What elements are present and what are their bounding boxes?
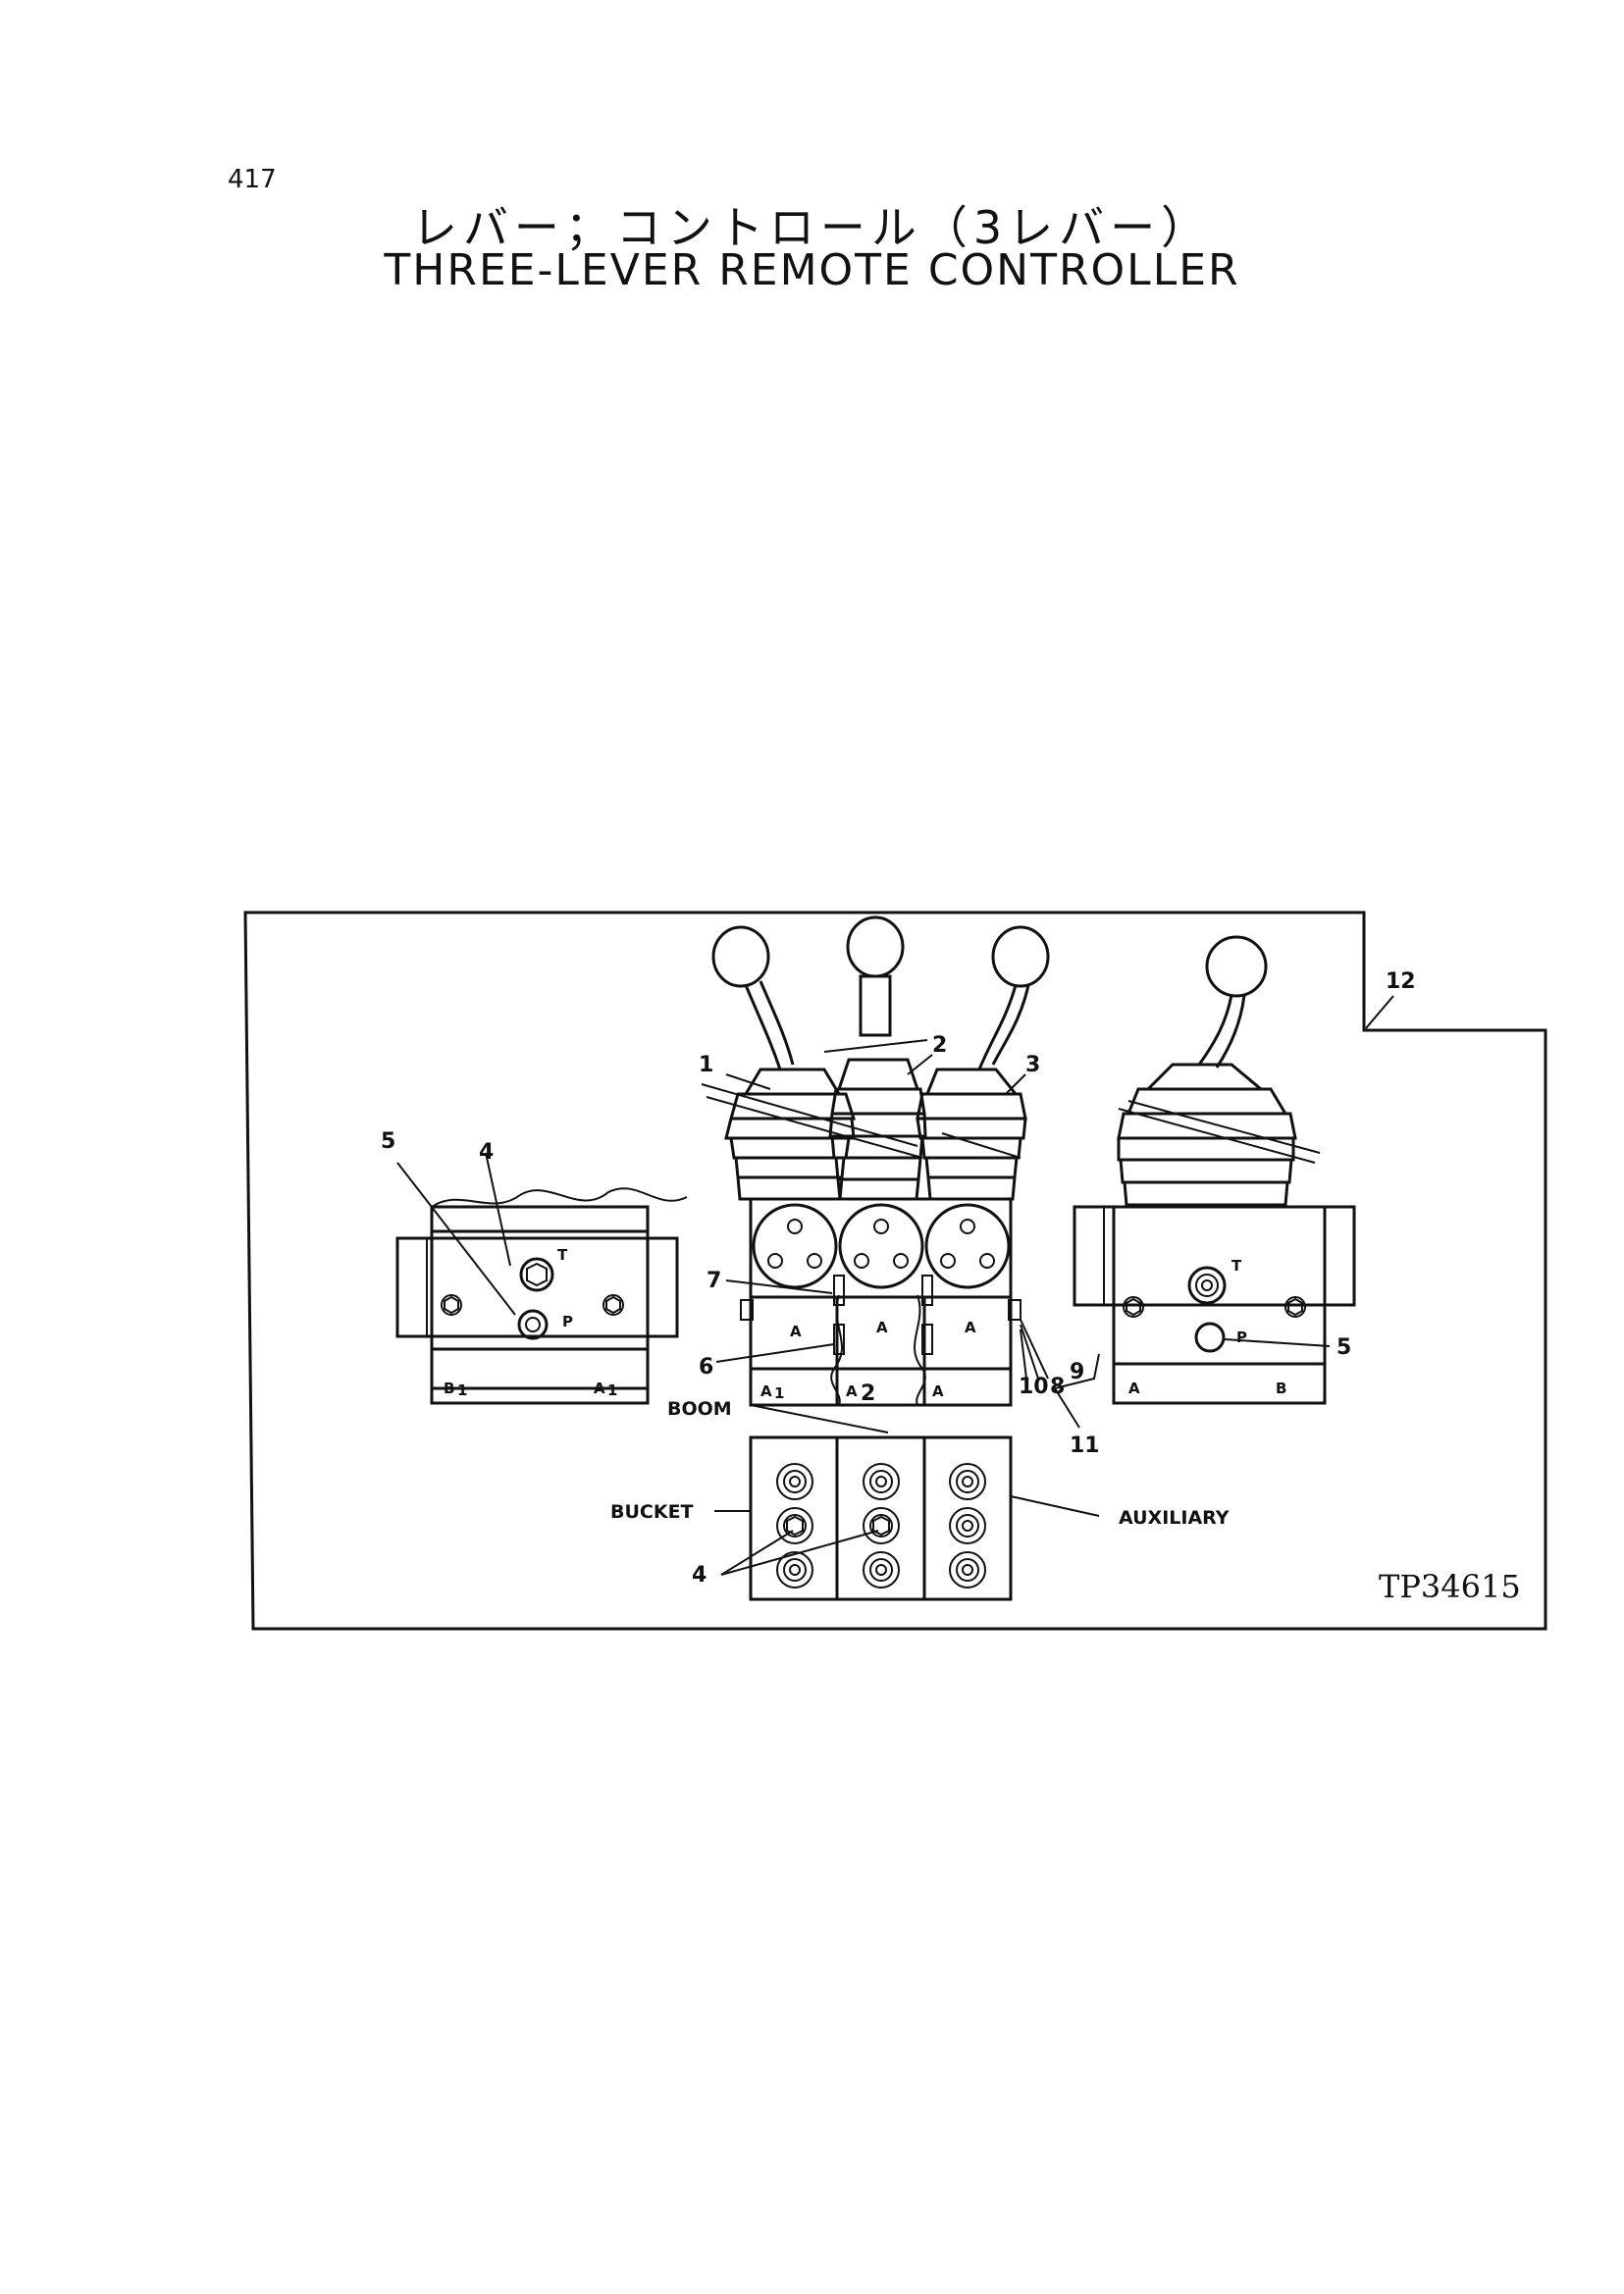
label-auxiliary: AUXILIARY bbox=[1119, 1507, 1230, 1529]
port-center-A1-sub: 1 bbox=[774, 1384, 784, 1402]
page-number: 417 bbox=[228, 165, 277, 194]
label-boom: BOOM bbox=[667, 1398, 732, 1420]
callout-7: 7 bbox=[707, 1269, 721, 1293]
callout-5-right: 5 bbox=[1336, 1335, 1351, 1360]
center-three-lever-unit bbox=[701, 915, 1100, 1429]
callout-5-left: 5 bbox=[381, 1129, 395, 1154]
port-right-B: B bbox=[1276, 1380, 1286, 1397]
left-valve bbox=[395, 1152, 688, 1405]
port-right-P: P bbox=[1236, 1329, 1247, 1346]
port-center-A2: A bbox=[846, 1382, 858, 1400]
port-left-B-sub: 1 bbox=[457, 1382, 467, 1399]
port-left-P: P bbox=[562, 1313, 573, 1330]
callout-6: 6 bbox=[699, 1355, 713, 1380]
callout-3: 3 bbox=[1025, 1053, 1040, 1077]
callout-4-bottom: 4 bbox=[692, 1563, 707, 1588]
port-center-A1: A bbox=[760, 1382, 772, 1400]
callout-1: 1 bbox=[699, 1053, 713, 1077]
callout-8: 8 bbox=[1050, 1375, 1065, 1399]
drawing-code: TP34615 bbox=[1379, 1568, 1521, 1605]
callout-10: 10 bbox=[1019, 1375, 1049, 1399]
port-center-A-upper-1: A bbox=[790, 1323, 802, 1340]
title-japanese: レバー；コントロール（3レバー） bbox=[411, 201, 1213, 254]
port-center-A-upper-3: A bbox=[965, 1319, 976, 1336]
callout-12-leader bbox=[1365, 995, 1394, 1029]
port-center-A2-sub: 2 bbox=[861, 1382, 875, 1406]
callout-9: 9 bbox=[1070, 1360, 1084, 1384]
right-valve bbox=[1073, 935, 1356, 1405]
callout-2: 2 bbox=[932, 1033, 947, 1058]
port-block bbox=[714, 1404, 1100, 1601]
callout-4-left: 4 bbox=[479, 1140, 494, 1165]
port-left-A-sub: 1 bbox=[607, 1382, 617, 1399]
port-center-A-upper-2: A bbox=[876, 1319, 888, 1336]
diagram-frame bbox=[243, 911, 1547, 1631]
label-bucket: BUCKET bbox=[610, 1501, 694, 1523]
port-right-A: A bbox=[1128, 1380, 1140, 1397]
port-center-A3: A bbox=[932, 1382, 944, 1400]
title-english: THREE-LEVER REMOTE CONTROLLER bbox=[384, 245, 1240, 295]
port-right-T: T bbox=[1231, 1257, 1242, 1275]
port-left-B: B bbox=[444, 1380, 454, 1397]
port-left-T: T bbox=[557, 1246, 568, 1264]
callout-11: 11 bbox=[1070, 1434, 1100, 1458]
callout-12: 12 bbox=[1386, 969, 1416, 994]
port-left-A: A bbox=[594, 1380, 605, 1397]
